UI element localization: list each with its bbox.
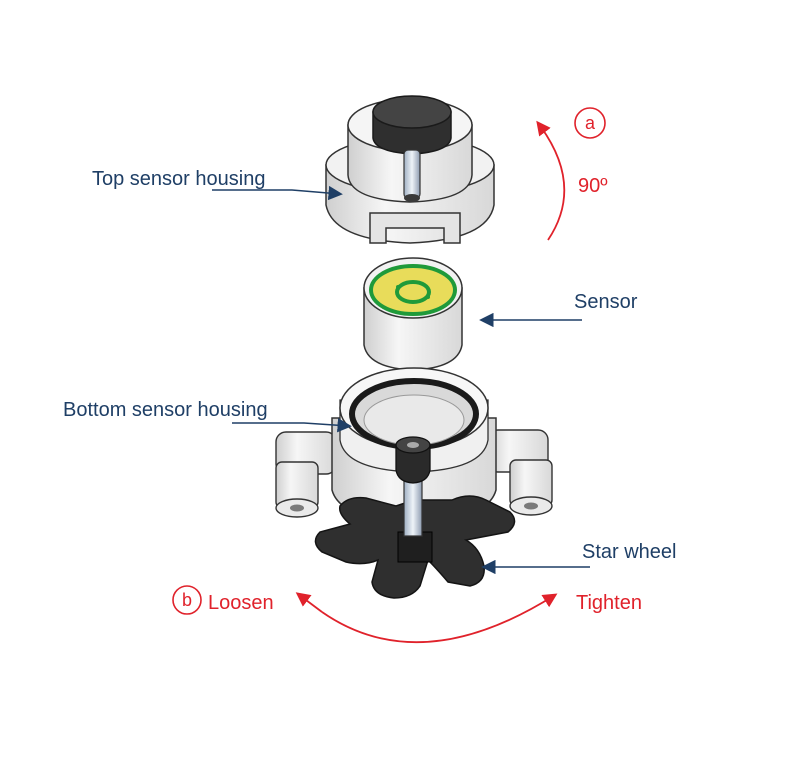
sensor <box>363 257 463 371</box>
left-fitting <box>275 431 337 518</box>
step-b-letter: b <box>182 590 192 610</box>
bottom-housing-leader <box>232 418 352 433</box>
step-a-letter: a <box>585 113 596 133</box>
angle-label: 90º <box>578 175 608 197</box>
label-star-wheel: Star wheel <box>582 541 677 563</box>
tighten-label: Tighten <box>576 592 642 614</box>
step-b-circle <box>172 585 202 615</box>
leader-lines <box>212 185 590 575</box>
label-sensor: Sensor <box>574 291 638 313</box>
top-housing-leader <box>212 185 343 201</box>
right-fitting <box>487 429 553 516</box>
label-bottom-sensor-housing: Bottom sensor housing <box>63 399 268 421</box>
loosen-tighten-arc <box>321 593 558 644</box>
rotation-annotation-b: b Loosen Tighten <box>172 585 642 644</box>
loosen-arrow-head <box>295 592 323 613</box>
label-top-sensor-housing: Top sensor housing <box>92 168 265 190</box>
top-sensor-housing <box>325 95 495 244</box>
rotation-annotation-a: a 90º <box>536 107 608 241</box>
rotate-90-arrow <box>536 120 566 241</box>
step-a-circle <box>574 107 606 139</box>
star-wheel <box>314 436 516 599</box>
loosen-label: Loosen <box>208 592 274 614</box>
bottom-sensor-housing <box>275 367 553 523</box>
